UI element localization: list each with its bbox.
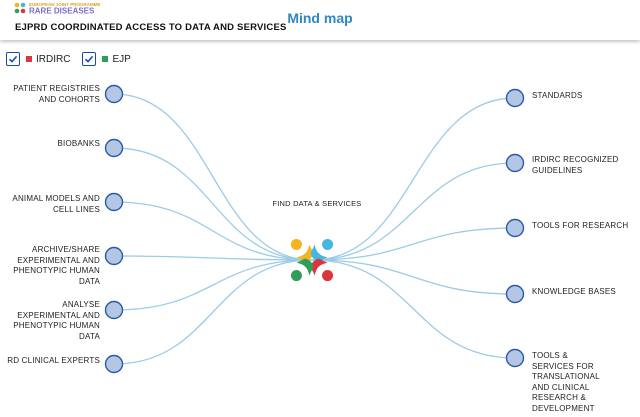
ejp-color-swatch — [102, 56, 109, 62]
connector-left-5 — [113, 259, 313, 365]
connector-left-3 — [113, 255, 313, 261]
node-label-tools-services: TOOLS & SERVICES FOR TRANSLATIONAL AND C… — [532, 351, 600, 413]
node-label-biobanks: BIOBANKS — [57, 139, 100, 148]
node-left-2[interactable] — [104, 192, 124, 212]
connector-left-1 — [113, 147, 313, 261]
node-label-archive-share: ARCHIVE/SHARE EXPERIMENTAL AND PHENOTYPI… — [13, 245, 100, 286]
ejp-checkbox[interactable] — [82, 52, 97, 66]
logo-line2: RARE DISEASES — [29, 7, 95, 16]
node-label-tools-for-research: TOOLS FOR RESEARCH — [532, 221, 629, 230]
node-circles — [104, 84, 525, 374]
connector-right-0 — [311, 97, 516, 261]
ejp-label: EJP — [112, 53, 131, 65]
filter-bar: IRDIRC EJP — [6, 52, 143, 66]
center-label: FIND DATA & SERVICES — [272, 199, 362, 208]
people-circle-icon — [290, 238, 334, 282]
node-right-3[interactable] — [505, 284, 525, 304]
connector-left-2 — [113, 201, 313, 261]
logo-line1: EUROPEAN JOINT PROGRAMME — [29, 2, 101, 7]
connector-right-4 — [311, 259, 516, 359]
node-left-3[interactable] — [104, 246, 124, 266]
connector-left-0 — [113, 93, 313, 261]
node-left-1[interactable] — [104, 138, 124, 158]
node-label-knowledge-bases: KNOWLEDGE BASES — [532, 287, 616, 296]
node-left-5[interactable] — [104, 354, 124, 374]
filter-ejp[interactable]: EJP — [82, 52, 131, 66]
irdirc-label: IRDIRC — [36, 53, 71, 65]
node-right-1[interactable] — [505, 153, 525, 173]
node-right-2[interactable] — [505, 218, 525, 238]
node-left-0[interactable] — [104, 84, 124, 104]
connector-right-1 — [311, 162, 516, 261]
logo-mark-icon — [14, 2, 26, 14]
header-subtitle: EJPRD COORDINATED ACCESS TO DATA AND SER… — [15, 22, 287, 33]
ejprd-logo: EUROPEAN JOINT PROGRAMME RARE DISEASES — [12, 0, 162, 20]
node-left-4[interactable] — [104, 300, 124, 320]
node-right-0[interactable] — [505, 88, 525, 108]
app-header: EUROPEAN JOINT PROGRAMME RARE DISEASES E… — [0, 0, 640, 40]
checkmark-icon — [8, 55, 18, 63]
connector-left-4 — [113, 259, 313, 311]
connector-right-2 — [311, 227, 516, 261]
node-right-4[interactable] — [505, 348, 525, 368]
node-label-irdirc-guidelines: IRDIRC RECOGNIZED GUIDELINES — [532, 155, 619, 175]
checkmark-icon — [85, 55, 94, 63]
node-label-rd-clinical-experts: RD CLINICAL EXPERTS — [7, 356, 100, 365]
page-title: Mind map — [287, 10, 353, 26]
irdirc-checkbox[interactable] — [6, 52, 20, 66]
connector-right-3 — [311, 259, 516, 295]
irdirc-color-swatch — [26, 56, 32, 62]
connector-lines — [113, 93, 516, 365]
node-label-patient-registries: PATIENT REGISTRIES AND COHORTS — [13, 84, 100, 104]
node-label-standards: STANDARDS — [532, 91, 583, 100]
node-label-animal-models: ANIMAL MODELS AND CELL LINES — [12, 194, 100, 214]
filter-irdirc[interactable]: IRDIRC — [6, 52, 70, 66]
center-hub[interactable] — [280, 228, 344, 292]
node-label-analyse: ANALYSE EXPERIMENTAL AND PHENOTYPIC HUMA… — [13, 300, 100, 341]
